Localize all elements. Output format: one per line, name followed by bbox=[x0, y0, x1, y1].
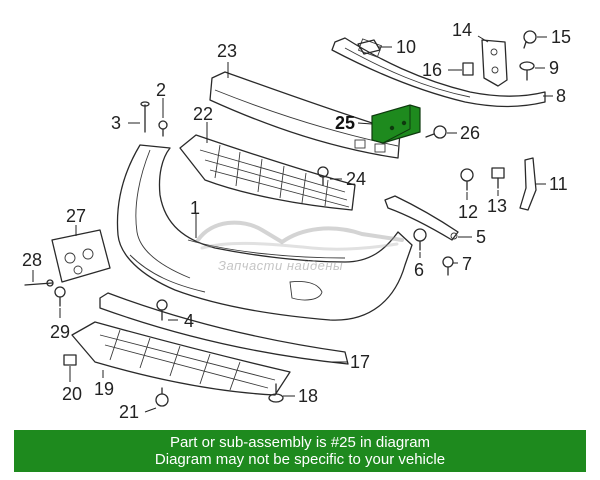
callout-2: 2 bbox=[156, 80, 166, 100]
parts-diagram: 1 2 3 4 5 6 7 8 9 10 11 12 13 14 15 16 1… bbox=[22, 20, 571, 422]
part-bumper-fascia bbox=[116, 144, 413, 321]
leader-21 bbox=[144, 407, 157, 413]
part-clip-18 bbox=[268, 383, 284, 403]
leader-25 bbox=[357, 122, 373, 125]
callout-1: 1 bbox=[190, 198, 200, 218]
callout-19: 19 bbox=[94, 379, 114, 399]
part-side-bracket-5 bbox=[384, 195, 459, 241]
part-bolt-9 bbox=[519, 61, 535, 81]
part-nut-20 bbox=[63, 354, 77, 366]
part-pad-10 bbox=[357, 39, 381, 55]
callout-27: 27 bbox=[66, 206, 86, 226]
info-banner: Part or sub-assembly is #25 in diagram D… bbox=[14, 430, 586, 472]
part-clip-21 bbox=[155, 387, 169, 407]
part-fastener-6 bbox=[413, 228, 427, 251]
part-bracket-14 bbox=[481, 39, 508, 87]
callout-29: 29 bbox=[50, 322, 70, 342]
part-bolt-26 bbox=[425, 125, 447, 139]
callout-18: 18 bbox=[298, 386, 318, 406]
callout-4: 4 bbox=[184, 311, 194, 331]
callout-10: 10 bbox=[396, 37, 416, 57]
leader-14 bbox=[477, 35, 489, 43]
part-pin-3 bbox=[140, 101, 150, 133]
part-lower-lip-17 bbox=[99, 292, 349, 365]
banner-line-2: Diagram may not be specific to your vehi… bbox=[154, 451, 446, 468]
part-clip-2 bbox=[158, 120, 168, 137]
part-screw-28 bbox=[24, 279, 54, 287]
part-clip-15 bbox=[523, 30, 537, 49]
callout-9: 9 bbox=[549, 58, 559, 78]
callout-6: 6 bbox=[414, 260, 424, 280]
part-fastener-12 bbox=[460, 168, 474, 191]
callout-22: 22 bbox=[193, 104, 213, 124]
callout-28: 28 bbox=[22, 250, 42, 270]
part-clip-29 bbox=[54, 286, 66, 307]
watermark-text: Запчасти найдены bbox=[218, 258, 344, 273]
part-clip-24 bbox=[317, 166, 329, 186]
callout-14: 14 bbox=[452, 20, 472, 40]
callout-11: 11 bbox=[549, 174, 568, 194]
callout-23: 23 bbox=[217, 41, 237, 61]
part-grille-insert bbox=[179, 134, 356, 211]
watermark-logo bbox=[196, 220, 404, 251]
callout-21: 21 bbox=[119, 402, 139, 422]
part-impact-bar bbox=[209, 71, 401, 159]
part-highlighted-25 bbox=[371, 104, 421, 144]
callout-3: 3 bbox=[111, 113, 121, 133]
callout-12: 12 bbox=[458, 202, 478, 222]
callout-8: 8 bbox=[556, 86, 566, 106]
leader-lines bbox=[32, 35, 553, 413]
part-fastener-13 bbox=[491, 167, 505, 189]
part-plate-bracket-27 bbox=[51, 229, 111, 283]
callout-15: 15 bbox=[551, 27, 571, 47]
callout-7: 7 bbox=[462, 254, 472, 274]
part-nut-16 bbox=[462, 62, 474, 76]
callout-26: 26 bbox=[460, 123, 480, 143]
callout-5: 5 bbox=[476, 227, 486, 247]
callout-20: 20 bbox=[62, 384, 82, 404]
banner-line-1: Part or sub-assembly is #25 in diagram bbox=[169, 434, 431, 451]
callout-17: 17 bbox=[350, 352, 370, 372]
callout-13: 13 bbox=[487, 196, 507, 216]
part-under-shield-19 bbox=[71, 321, 291, 396]
callout-25: 25 bbox=[335, 113, 355, 133]
callout-16: 16 bbox=[422, 60, 442, 80]
part-fastener-7 bbox=[442, 256, 454, 276]
callout-labels: 1 2 3 4 5 6 7 8 9 10 11 12 13 14 15 16 1… bbox=[22, 20, 571, 422]
callout-24: 24 bbox=[346, 169, 366, 189]
part-bracket-11 bbox=[519, 157, 537, 211]
